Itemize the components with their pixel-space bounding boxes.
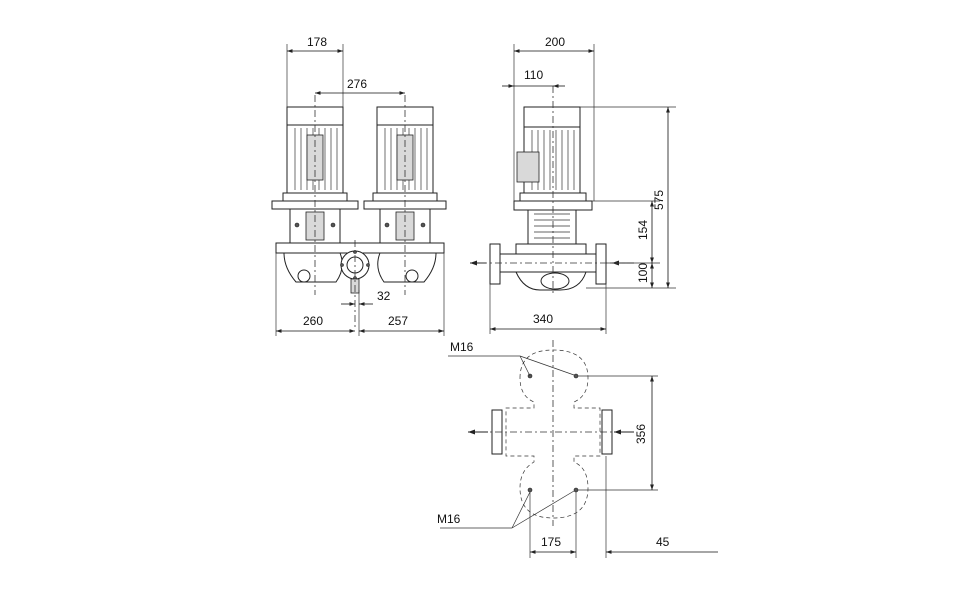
dim-plan-side-offset: 45 — [656, 535, 670, 549]
dim-side-shaft-height: 154 — [636, 220, 650, 240]
dim-side-port-height: 100 — [636, 263, 650, 283]
twin-pump-housing — [275, 242, 445, 294]
dim-side-total-height: 575 — [652, 190, 666, 210]
dim-side-motor-offset: 110 — [524, 68, 543, 82]
dim-front-offset: 32 — [377, 289, 391, 303]
label-bolt-bottom: M16 — [437, 512, 461, 526]
dim-side-base-length: 340 — [533, 312, 553, 326]
dim-plan-mount-spacing: 356 — [634, 424, 648, 444]
dim-front-left-base: 260 — [303, 314, 323, 328]
label-bolt-top: M16 — [450, 340, 474, 354]
side-view: 200 110 340 575 154 100 — [470, 35, 676, 334]
front-view: 178 276 260 257 32 — [271, 35, 447, 336]
dim-side-total-width: 200 — [545, 35, 565, 49]
dim-plan-bolt-spacing: 175 — [541, 535, 561, 549]
dim-front-axis-spacing: 276 — [347, 77, 367, 91]
dim-front-motor-width: 178 — [307, 35, 327, 49]
plan-view: M16 M16 356 175 45 — [437, 340, 718, 558]
dim-front-right-base: 257 — [388, 314, 408, 328]
